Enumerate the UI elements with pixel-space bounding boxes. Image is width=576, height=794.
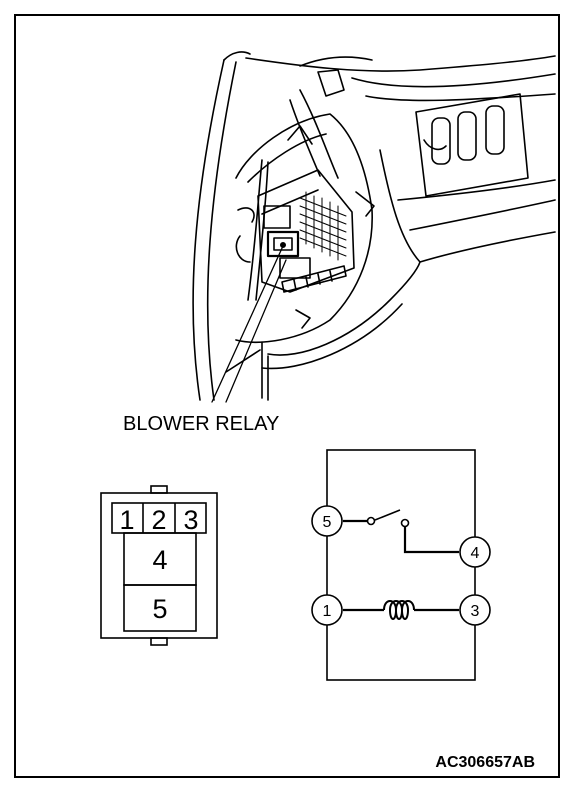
connector-pin-label: 1 [119,505,134,535]
figure-frame [14,14,560,778]
schematic-pin-label: 4 [471,545,480,562]
dashboard-illustration [192,51,556,403]
pin-1-terminal [311,594,343,626]
coil-winding [383,600,415,620]
connector-pin-label: 5 [152,594,167,624]
blower-relay-callout: BLOWER RELAY [123,413,279,435]
schematic-pin-label: 5 [323,514,332,531]
switch-arm [374,509,401,521]
relay-schematic [311,449,491,681]
switch-contact [400,518,410,528]
connector-pin-5-cell [123,584,197,632]
schematic-pin-label: 3 [471,603,480,620]
connector-pin-label: 2 [151,505,166,535]
pin-3-terminal [459,594,491,626]
connector-pin-label: 3 [183,505,198,535]
connector-latch-bottom [150,637,168,646]
connector-diagram [100,485,218,646]
pin-4-terminal [459,536,491,568]
switch-contact [366,516,376,526]
pin-5-terminal [311,505,343,537]
connector-latch-top [150,485,168,494]
schematic-pin-label: 1 [323,603,332,620]
relay-housing [326,449,476,681]
figure-id: AC306657AB [435,754,535,771]
connector-pin-label: 4 [152,545,167,575]
